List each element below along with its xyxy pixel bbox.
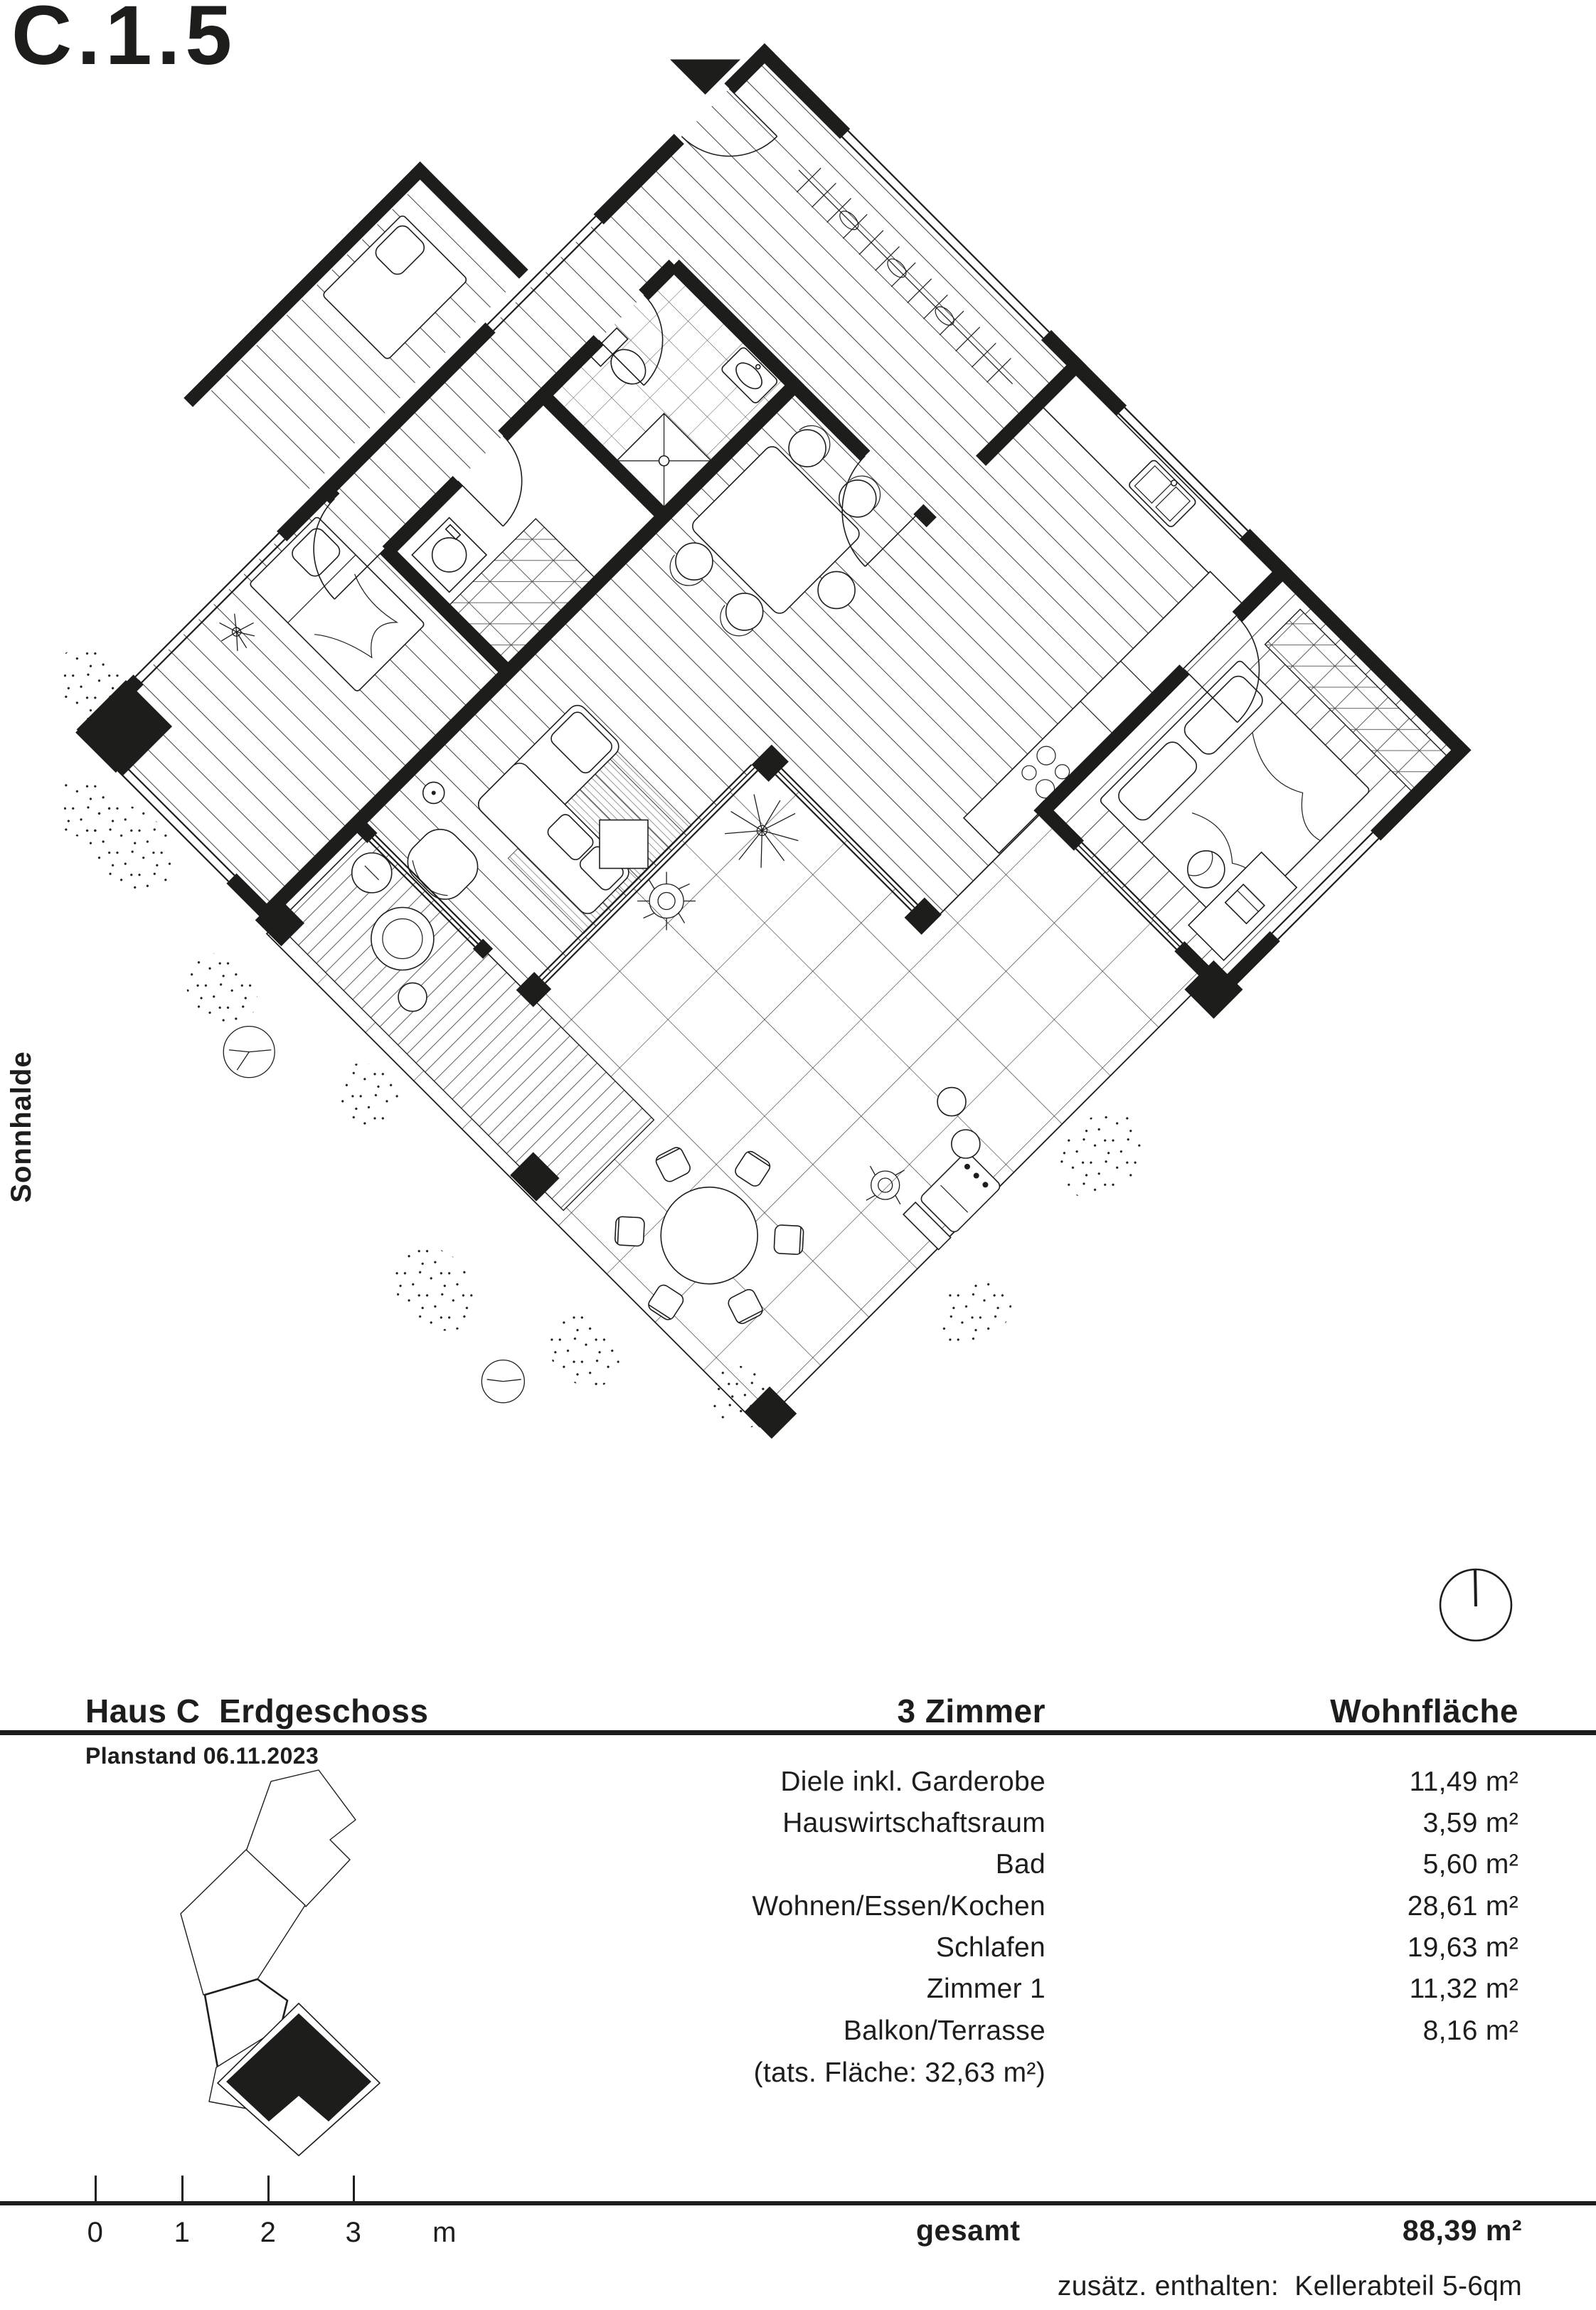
bedroom-furniture bbox=[1100, 608, 1452, 962]
area-column-header: Wohnfläche bbox=[1330, 1692, 1518, 1729]
actual-area-note: (tats. Fläche: 32,63 m²) bbox=[753, 2057, 1046, 2088]
rooms-column-header: 3 Zimmer bbox=[897, 1692, 1046, 1729]
room-area: 8,16 m² bbox=[1422, 2015, 1518, 2046]
total-label: gesamt bbox=[916, 2214, 1021, 2247]
room-area: 11,32 m² bbox=[1409, 1973, 1518, 2004]
terrace-wood-deck bbox=[276, 832, 655, 1212]
terrace-furniture bbox=[351, 852, 1001, 1325]
scale-label: 1 bbox=[174, 2217, 191, 2248]
living-room-furniture bbox=[407, 425, 881, 935]
garden-tree-icon bbox=[223, 1025, 525, 1404]
entrance-marker-icon bbox=[670, 59, 741, 95]
unit-title: C.1.5 bbox=[11, 0, 238, 83]
room-area: 11,49 m² bbox=[1409, 1766, 1518, 1797]
windows bbox=[117, 125, 1380, 984]
scale-bar-line bbox=[0, 2201, 1596, 2205]
garderobe-hanger-rail bbox=[796, 167, 1014, 384]
neighbour-unit bbox=[183, 161, 528, 497]
utility-room-fixtures bbox=[411, 516, 600, 669]
terrace-plants bbox=[637, 794, 905, 1205]
room-label: Diele inkl. Garderobe bbox=[780, 1766, 1046, 1797]
site-plan-icon bbox=[180, 1769, 381, 2156]
grill-icon bbox=[903, 1153, 1001, 1251]
doors bbox=[313, 88, 1260, 724]
scale-label: 3 bbox=[345, 2217, 362, 2248]
plant-icon bbox=[219, 613, 255, 652]
scale-tick bbox=[267, 2176, 270, 2201]
scale-label: 2 bbox=[260, 2217, 277, 2248]
scale-tick bbox=[181, 2176, 183, 2201]
papasan-chair-icon bbox=[371, 906, 435, 971]
walls bbox=[75, 43, 1472, 1439]
street-label: Sonnhalde bbox=[6, 1051, 37, 1203]
floor-plan-drawing bbox=[64, 43, 1472, 1439]
scale-tick bbox=[95, 2176, 97, 2201]
room-label: Schlafen bbox=[935, 1932, 1046, 1963]
room-area: 5,60 m² bbox=[1422, 1849, 1518, 1880]
kitchen-counters bbox=[962, 370, 1277, 854]
zimmer1-furniture bbox=[219, 516, 425, 692]
cellar-note: zusätz. enthalten: Kellerabteil 5-6qm bbox=[1057, 2271, 1522, 2301]
room-label: Balkon/Terrasse bbox=[843, 2015, 1046, 2046]
scale-label: 0 bbox=[87, 2217, 104, 2248]
room-area: 19,63 m² bbox=[1407, 1932, 1518, 1963]
room-label: Bad bbox=[995, 1849, 1046, 1880]
garden-bushes bbox=[64, 647, 1145, 1429]
building-floor-title: Haus C Erdgeschoss bbox=[85, 1692, 429, 1729]
room-area: 28,61 m² bbox=[1407, 1891, 1518, 1922]
north-indicator-icon bbox=[1439, 1568, 1513, 1642]
scale-tick bbox=[353, 2176, 355, 2201]
room-label: Zimmer 1 bbox=[926, 1973, 1046, 2004]
scale-unit: m bbox=[432, 2217, 457, 2248]
room-area: 3,59 m² bbox=[1422, 1808, 1518, 1838]
room-label: Wohnen/Essen/Kochen bbox=[752, 1891, 1046, 1922]
plan-date: Planstand 06.11.2023 bbox=[85, 1743, 319, 1769]
room-label: Hauswirtschaftsraum bbox=[782, 1808, 1046, 1838]
highlighted-unit-marker bbox=[226, 2013, 371, 2121]
total-area-value: 88,39 m² bbox=[1402, 2214, 1522, 2247]
header-divider bbox=[0, 1730, 1596, 1735]
